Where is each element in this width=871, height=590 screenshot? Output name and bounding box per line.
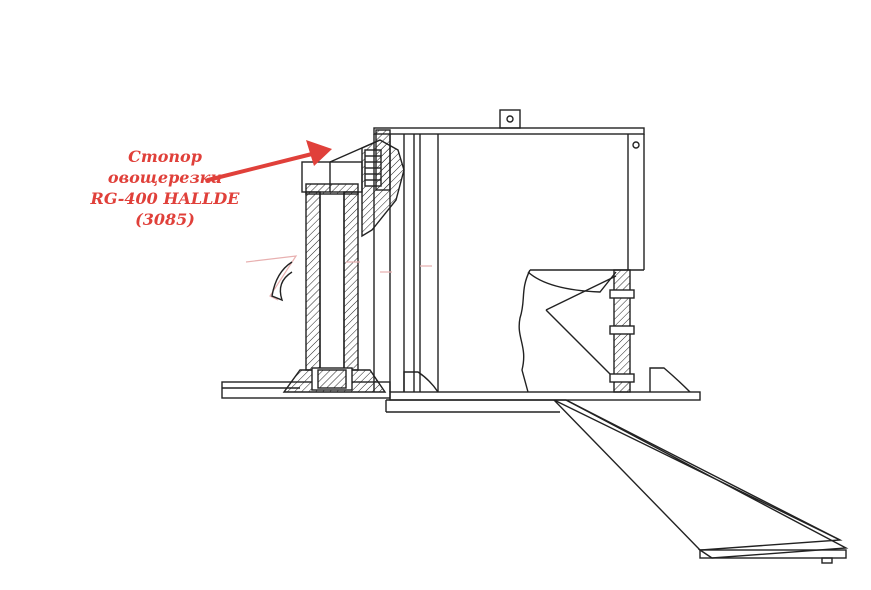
tube-assembly bbox=[282, 161, 387, 393]
callout-line-2: овощерезки bbox=[107, 168, 223, 187]
machine-housing bbox=[373, 109, 701, 413]
ramp-tray bbox=[553, 399, 849, 564]
bolt bbox=[609, 325, 635, 335]
callout-arrow bbox=[206, 140, 332, 182]
bolt bbox=[609, 289, 635, 299]
callout-line-4: (3085) bbox=[135, 210, 195, 229]
bolt bbox=[609, 373, 635, 383]
callout-label: Стопор овощерезки RG-400 HALLDE (3085) bbox=[70, 146, 260, 230]
mount-tab bbox=[499, 109, 521, 129]
callout-line-1: Стопор bbox=[128, 147, 202, 166]
callout-line-3: RG-400 HALLDE bbox=[90, 189, 240, 208]
